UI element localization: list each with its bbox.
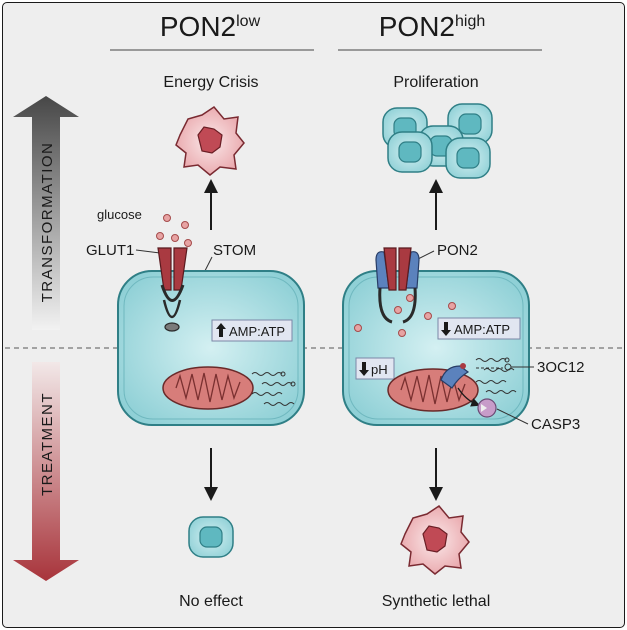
casp3-activation-arrow — [457, 387, 481, 407]
pon2-transporter-icon — [375, 247, 420, 324]
3oc12-molecule — [476, 363, 534, 371]
dying-cell-icon — [175, 106, 245, 176]
amp-atp-up-badge: AMP:ATP — [211, 319, 293, 342]
mitochondrion-icon — [387, 368, 479, 412]
transformation-label: TRANSFORMATION — [39, 142, 56, 303]
proliferating-cells-icon — [382, 103, 493, 179]
mrna-strands — [475, 357, 517, 394]
energy-crisis-label: Energy Crisis — [163, 74, 258, 91]
pon2-protein-label: PON2 — [437, 242, 478, 259]
down-arrow-icon — [359, 362, 369, 376]
glut1-leader — [135, 249, 161, 254]
mrna-strands — [251, 371, 296, 406]
treatment-label: TREATMENT — [39, 392, 56, 496]
svg-text:pH: pH — [371, 362, 388, 377]
no-effect-label: No effect — [179, 593, 243, 610]
cell-icon — [188, 516, 234, 558]
glut1-label: GLUT1 — [86, 242, 134, 259]
3oc12-label: 3OC12 — [537, 359, 585, 376]
treatment-arrow: TREATMENT — [13, 362, 79, 581]
proliferation-label: Proliferation — [393, 74, 478, 91]
casp3-leader — [496, 408, 529, 425]
ph-down-badge: pH — [355, 357, 395, 380]
up-arrow-icon — [216, 323, 226, 337]
down-arrow-icon — [441, 322, 451, 336]
glut1-transporter-icon — [157, 247, 188, 332]
mitochondrion-icon — [162, 366, 254, 410]
stom-label: STOM — [213, 242, 256, 259]
amp-atp-down-badge: AMP:ATP — [437, 317, 521, 340]
glucose-label: glucose — [97, 207, 142, 222]
casp3-enzyme-icon — [477, 398, 497, 418]
dying-cell-icon — [400, 505, 470, 575]
casp3-label: CASP3 — [531, 416, 580, 433]
synthetic-lethal-label: Synthetic lethal — [382, 593, 491, 610]
pon2-low-header: PON2low — [160, 11, 261, 42]
transformation-arrow: TRANSFORMATION — [13, 96, 79, 330]
svg-text:AMP:ATP: AMP:ATP — [454, 322, 510, 337]
glucose-molecules — [156, 214, 192, 247]
pon2-high-header: PON2high — [379, 11, 486, 42]
svg-text:AMP:ATP: AMP:ATP — [229, 324, 285, 339]
pon2-mito-protein-icon — [440, 363, 470, 389]
